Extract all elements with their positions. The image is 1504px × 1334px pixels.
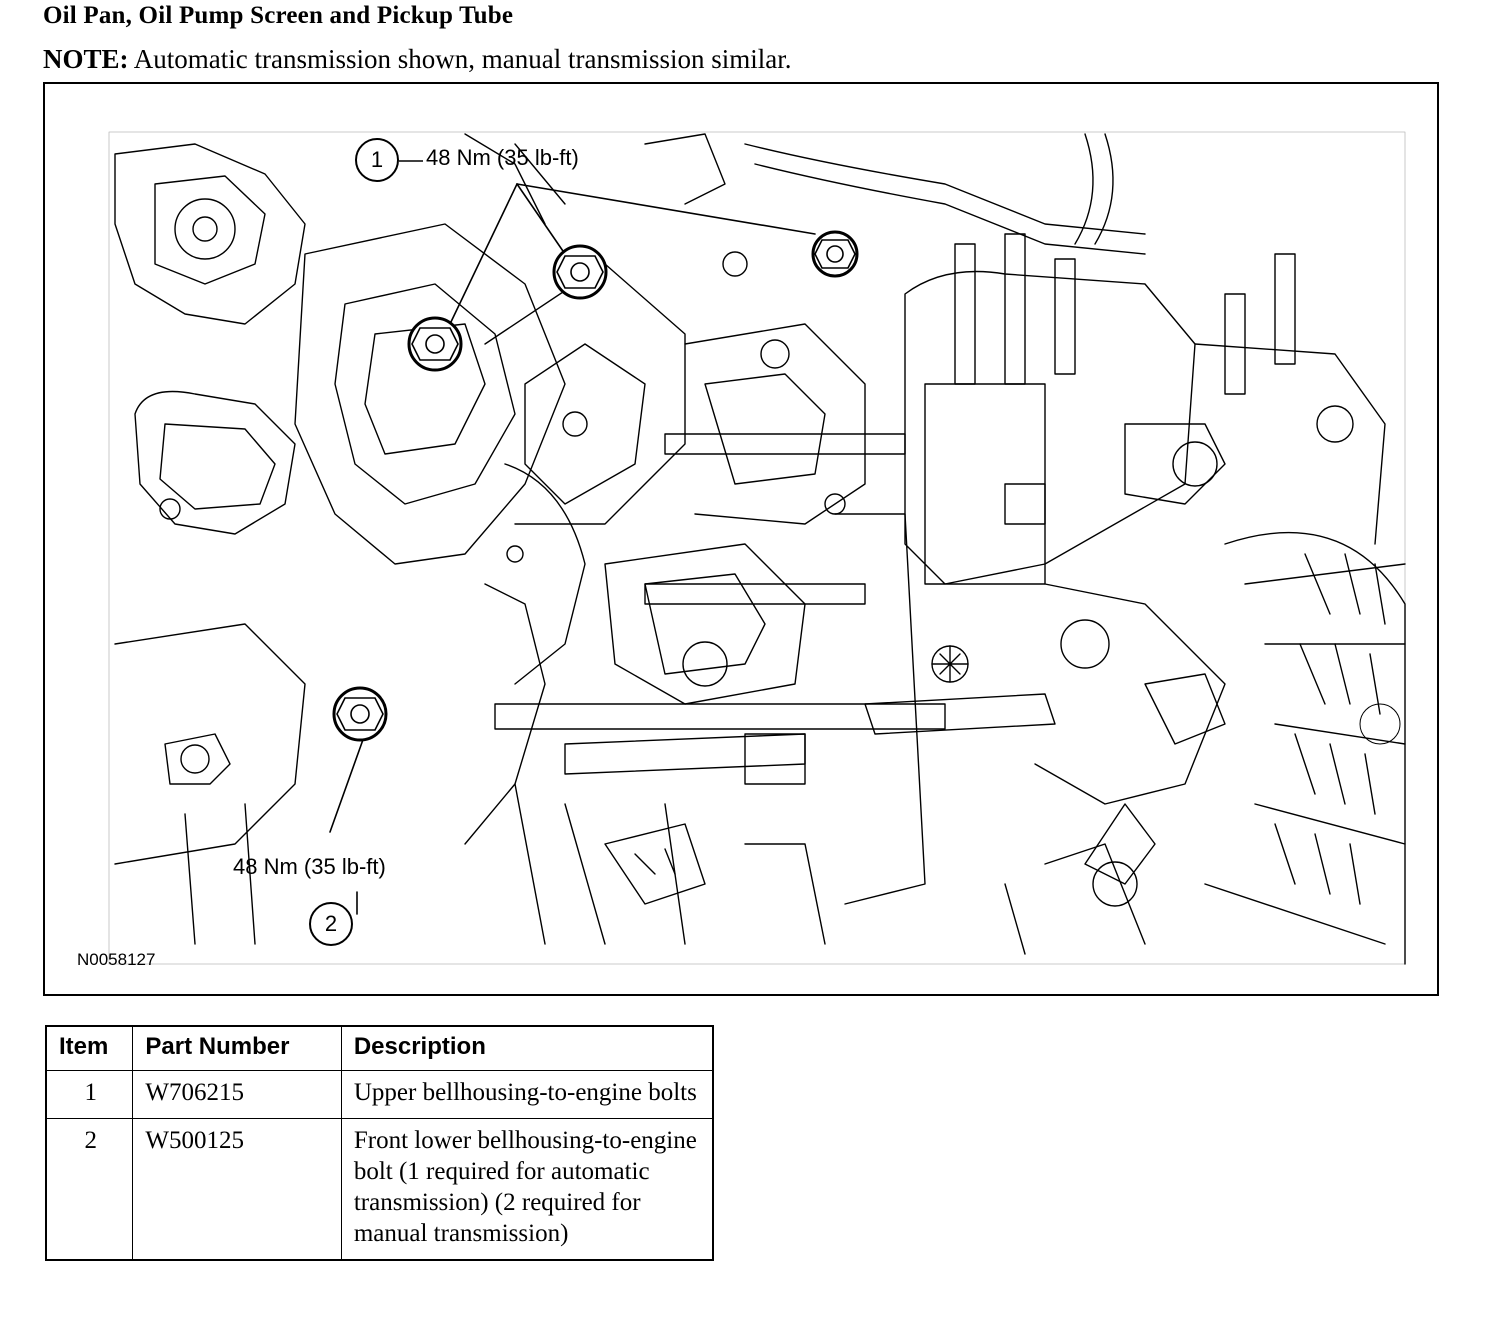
note: NOTE: Automatic transmission shown, manu… [43, 44, 791, 75]
header-item: Item [45, 1025, 134, 1071]
table-row: 2 W500125 Front lower bellhousing-to-eng… [45, 1118, 714, 1261]
note-text: Automatic transmission shown, manual tra… [128, 44, 792, 74]
callout-1-torque: 48 Nm (35 lb-ft) [426, 145, 579, 170]
header-description: Description [340, 1025, 714, 1071]
row-1-item: 1 [45, 1070, 134, 1119]
table-header-row: Item Part Number Description [45, 1025, 714, 1071]
row-1-description: Upper bellhousing-to-engine bolts [340, 1070, 714, 1119]
row-1-part-number: W706215 [132, 1070, 342, 1119]
bolt-1c-icon [811, 230, 859, 278]
callout-1-number: 1 [355, 138, 399, 182]
header-part-number: Part Number [132, 1025, 342, 1071]
bolt-1b-icon [552, 244, 608, 300]
figure-id: N0058127 [77, 950, 156, 969]
page-title: Oil Pan, Oil Pump Screen and Pickup Tube [43, 2, 514, 29]
engine-illustration: 1 48 Nm (35 lb-ft) 48 Nm (35 lb-ft) 2 N0… [43, 82, 1439, 996]
callout-2-number: 2 [309, 902, 353, 946]
table-row: 1 W706215 Upper bellhousing-to-engine bo… [45, 1070, 714, 1119]
bolt-2-icon [332, 686, 388, 742]
bolt-1a-icon [407, 316, 463, 372]
row-2-part-number: W500125 [132, 1118, 342, 1261]
bolt-group [332, 230, 859, 742]
callout-1-leader [399, 160, 423, 162]
callout-2-torque: 48 Nm (35 lb-ft) [233, 854, 386, 879]
row-2-item: 2 [45, 1118, 134, 1261]
note-label: NOTE: [43, 44, 129, 74]
engine-line-drawing [108, 131, 1406, 965]
parts-table: Item Part Number Description 1 W706215 U… [45, 1025, 714, 1261]
row-2-description: Front lower bellhousing-to-engine bolt (… [340, 1118, 714, 1261]
